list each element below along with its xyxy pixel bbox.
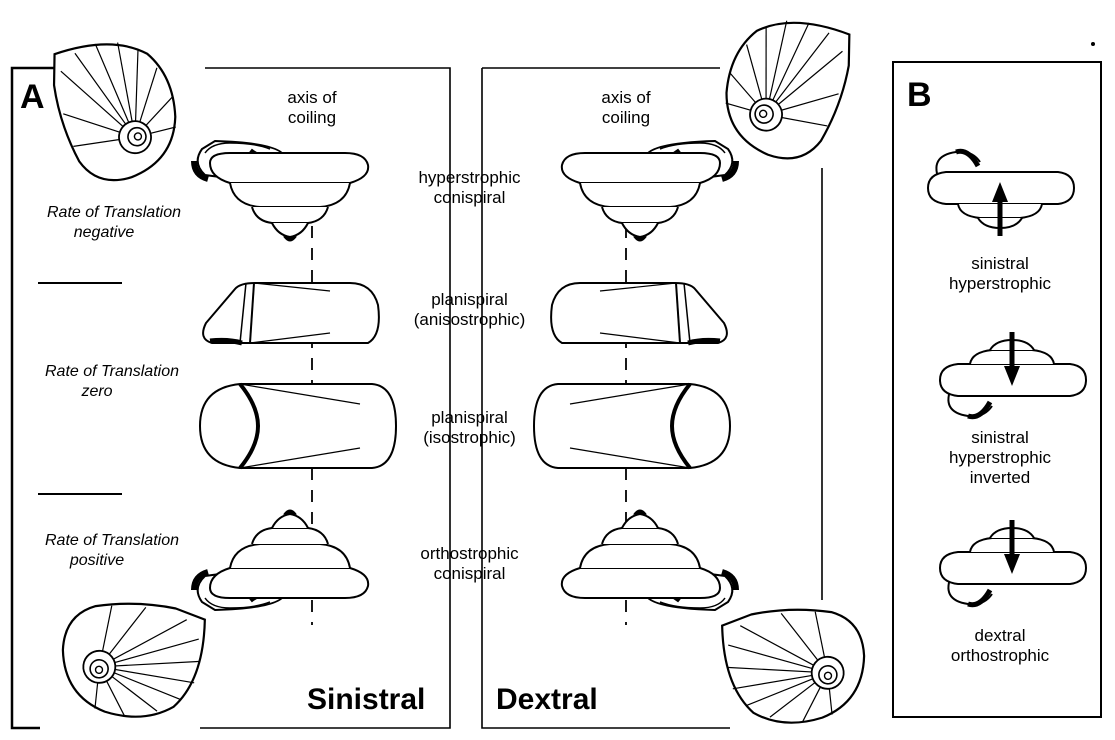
panel-a-letter: A <box>20 78 45 116</box>
rate-label-line: Rate of Translation <box>45 532 179 549</box>
rate-label-zero: Rate of Translation zero <box>14 362 210 402</box>
sinistral-title: Sinistral <box>307 683 426 716</box>
shell-b-dextral-orthostrophic <box>940 520 1086 605</box>
b-label-line: hyperstrophic <box>948 274 1052 293</box>
row-label-line: (isostrophic) <box>423 428 516 447</box>
shell-sinistral-planispiral-isostrophic <box>198 382 398 470</box>
row-label-line: hyperstrophic <box>418 168 521 187</box>
shell-face-view-bottom-left <box>55 594 208 725</box>
row-label-orthostrophic-conispiral: orthostrophic conispiral <box>377 544 562 584</box>
shell-sinistral-planispiral-anisostrophic <box>203 283 379 343</box>
shell-dextral-planispiral-anisostrophic <box>551 283 727 343</box>
row-label-line: (anisostrophic) <box>413 310 526 329</box>
row-label-line: conispiral <box>433 188 506 207</box>
b-label-line: hyperstrophic <box>948 448 1052 467</box>
panel-b-frame <box>892 61 1102 718</box>
b-label-line: inverted <box>969 468 1031 487</box>
shell-face-view-top-right <box>709 3 860 171</box>
rate-label-negative: Rate of Translation negative <box>16 203 212 243</box>
b-label-dextral-orthostrophic: dextral orthostrophic <box>910 626 1090 666</box>
rate-label-positive: Rate of Translation positive <box>14 531 210 571</box>
b-label-line: sinistral <box>971 428 1029 447</box>
panel-a-frame-right <box>481 67 823 729</box>
axis-label-left-line2: coiling <box>287 108 337 127</box>
shell-face-view-top-left <box>44 27 191 192</box>
rate-label-line: positive <box>69 552 125 569</box>
b-label-line: sinistral <box>971 254 1029 273</box>
axis-label-right: axis of coiling <box>566 88 686 128</box>
shell-sinistral-hyperstrophic <box>194 141 368 241</box>
dextral-title: Dextral <box>496 683 598 716</box>
b-label-line: orthostrophic <box>950 646 1050 665</box>
axis-label-left-line1: axis of <box>287 88 337 107</box>
rate-label-line: Rate of Translation <box>45 363 179 380</box>
shell-b-sinistral-hyperstrophic-inverted <box>940 332 1086 417</box>
row-label-line: orthostrophic <box>420 544 519 563</box>
shell-dextral-orthostrophic <box>562 510 736 610</box>
row-label-line: conispiral <box>433 564 506 583</box>
b-label-sinistral-hyperstrophic: sinistral hyperstrophic <box>910 254 1090 294</box>
shell-dextral-planispiral-isostrophic <box>532 382 732 470</box>
row-label-planispiral-anisostrophic: planispiral (anisostrophic) <box>377 290 562 330</box>
axis-label-right-line1: axis of <box>601 88 651 107</box>
row-label-planispiral-isostrophic: planispiral (isostrophic) <box>377 408 562 448</box>
panel-a-frame-left <box>10 66 451 730</box>
shell-sinistral-orthostrophic <box>194 510 368 610</box>
row-label-line: planispiral <box>431 290 508 309</box>
axis-label-right-line2: coiling <box>601 108 651 127</box>
row-label-line: planispiral <box>431 408 508 427</box>
b-label-sinistral-hyperstrophic-inverted: sinistral hyperstrophic inverted <box>910 428 1090 488</box>
panel-b-letter: B <box>907 76 932 114</box>
axis-label-left: axis of coiling <box>252 88 372 128</box>
speck <box>1091 42 1095 46</box>
rate-label-line: Rate of Translation <box>47 204 181 221</box>
rate-label-line: zero <box>81 383 113 400</box>
shell-dextral-hyperstrophic <box>562 141 736 241</box>
b-label-line: dextral <box>974 626 1026 645</box>
shell-b-sinistral-hyperstrophic <box>928 151 1074 236</box>
row-label-hyperstrophic-conispiral: hyperstrophic conispiral <box>377 168 562 208</box>
rate-label-line: negative <box>73 224 135 241</box>
shell-face-view-bottom-right <box>719 600 872 731</box>
